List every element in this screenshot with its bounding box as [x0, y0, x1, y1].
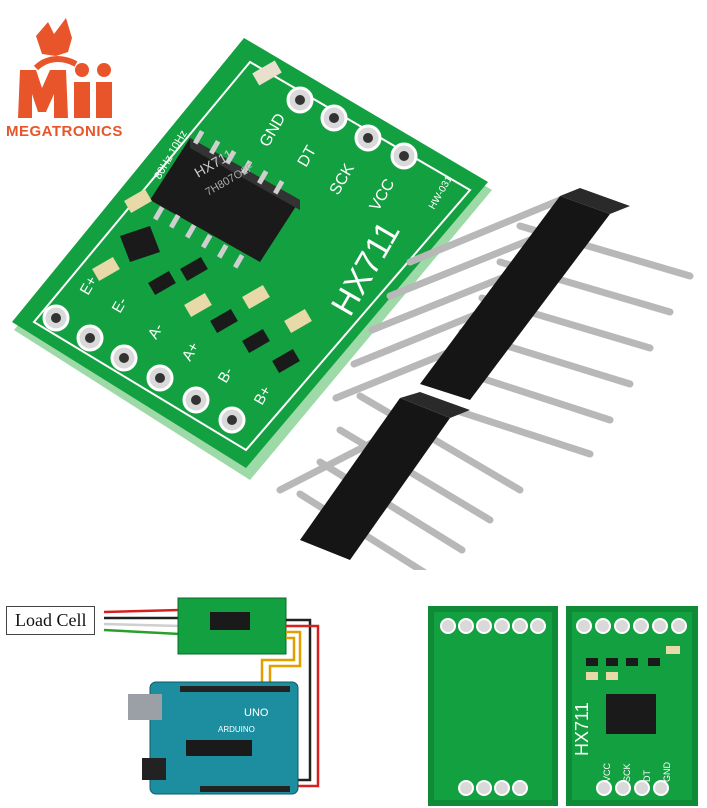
pin-label-e-minus: E-: [109, 295, 131, 316]
smd-components: [92, 60, 312, 374]
pin-header-4: [276, 392, 524, 570]
wiring-graphic: UNO ARDUINO: [103, 597, 320, 795]
wiring-diagram: Load Cell UNO ARDUINO: [0, 590, 360, 805]
arduino-uno-label: UNO: [244, 707, 269, 719]
board-front-view: HX711 GND DT SCK VCC: [566, 606, 698, 806]
front-view-label-dt: DT: [642, 770, 652, 782]
pin-header-6: [332, 188, 694, 458]
front-view-label-sck: SCK: [622, 763, 632, 782]
pin-label-a-minus: A-: [145, 321, 167, 342]
front-view-label-gnd: GND: [662, 762, 672, 783]
brand-logo: MEGATRONICS: [6, 8, 141, 143]
pin-label-b-minus: B-: [215, 365, 237, 386]
front-view-label-vcc: VCC: [602, 762, 612, 782]
hx711-module-photo: HX711 7Н807О2F HX711 HW-031 80Hz 10Hz GN…: [12, 38, 694, 570]
left-pin-holes: [42, 304, 246, 434]
hx711-chip: HX711 7Н807О2F: [150, 130, 300, 269]
board-back-view: [428, 606, 558, 806]
brand-logo-graphic: [18, 18, 112, 118]
load-cell-label: Load Cell: [6, 606, 96, 635]
brand-name: MEGATRONICS: [6, 123, 123, 140]
front-view-title: HX711: [572, 702, 592, 756]
right-pin-holes: [286, 86, 418, 170]
arduino-name-label: ARDUINO: [218, 725, 255, 734]
